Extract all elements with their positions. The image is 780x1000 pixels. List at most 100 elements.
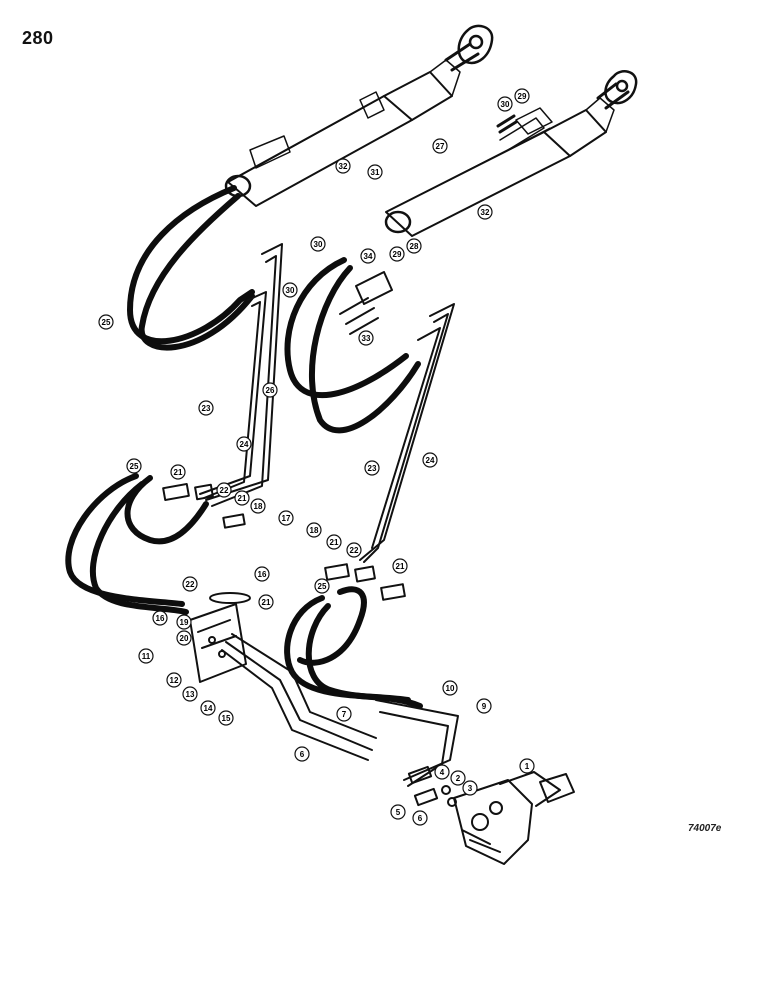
callout-bubble: [218, 710, 234, 726]
callout-14: 14: [200, 700, 216, 716]
callout-32: 32: [477, 204, 493, 220]
callout-bubble: [367, 164, 383, 180]
callout-bubble: [170, 464, 186, 480]
callout-label: 10: [446, 684, 455, 693]
callout-21: 21: [326, 534, 342, 550]
callout-3: 3: [462, 780, 478, 796]
figure-code: 74007e: [688, 823, 722, 834]
callout-bubble: [390, 804, 406, 820]
callout-27: 27: [432, 138, 448, 154]
callout-label: 19: [180, 618, 189, 627]
callout-bubble: [519, 758, 535, 774]
callout-label: 16: [258, 570, 267, 579]
callout-label: 21: [238, 494, 247, 503]
callout-bubble: [336, 706, 352, 722]
callout-label: 32: [339, 162, 348, 171]
callout-bubble: [310, 236, 326, 252]
callout-bubble: [278, 510, 294, 526]
callout-label: 6: [418, 814, 423, 823]
callout-12: 12: [166, 672, 182, 688]
callout-bubble: [234, 490, 250, 506]
callout-bubble: [176, 614, 192, 630]
callout-33: 33: [358, 330, 374, 346]
callout-label: 17: [282, 514, 291, 523]
callout-20: 20: [176, 630, 192, 646]
callout-10: 10: [442, 680, 458, 696]
callout-label: 6: [300, 750, 305, 759]
callout-24: 24: [422, 452, 438, 468]
callout-label: 26: [266, 386, 275, 395]
callout-15: 15: [218, 710, 234, 726]
callout-6: 6: [294, 746, 310, 762]
callout-label: 13: [186, 690, 195, 699]
callout-label: 33: [362, 334, 371, 343]
callout-11: 11: [138, 648, 154, 664]
callout-21: 21: [234, 490, 250, 506]
callout-32: 32: [335, 158, 351, 174]
callout-bubble: [182, 576, 198, 592]
callout-7: 7: [336, 706, 352, 722]
callout-label: 18: [310, 526, 319, 535]
callout-30: 30: [497, 96, 513, 112]
callout-bubble: [450, 770, 466, 786]
callout-18: 18: [250, 498, 266, 514]
control-valve: [453, 771, 575, 865]
callout-label: 22: [220, 486, 229, 495]
callout-6: 6: [412, 810, 428, 826]
callout-label: 24: [240, 440, 249, 449]
callout-bubble: [176, 630, 192, 646]
callout-label: 29: [393, 250, 402, 259]
callout-bubble: [406, 238, 422, 254]
callout-9: 9: [476, 698, 492, 714]
callout-bubble: [422, 452, 438, 468]
callout-bubble: [254, 566, 270, 582]
callout-bubble: [198, 400, 214, 416]
callout-label: 30: [314, 240, 323, 249]
callout-22: 22: [216, 482, 232, 498]
callout-bubble: [250, 498, 266, 514]
callout-label: 16: [156, 614, 165, 623]
callout-25: 25: [98, 314, 114, 330]
right-cylinder: [384, 70, 638, 237]
callout-bubble: [258, 594, 274, 610]
callout-bubble: [335, 158, 351, 174]
callout-25: 25: [126, 458, 142, 474]
callout-16: 16: [254, 566, 270, 582]
callout-34: 34: [360, 248, 376, 264]
callout-label: 27: [436, 142, 445, 151]
callout-label: 28: [410, 242, 419, 251]
callout-label: 30: [286, 286, 295, 295]
callout-bubble: [364, 460, 380, 476]
callout-label: 32: [481, 208, 490, 217]
callout-label: 15: [222, 714, 231, 723]
callout-25: 25: [314, 578, 330, 594]
callout-29: 29: [514, 88, 530, 104]
tubes-23-24-right: [359, 303, 455, 563]
callout-label: 20: [180, 634, 189, 643]
callout-label: 24: [426, 456, 435, 465]
callout-bubble: [314, 578, 330, 594]
callout-label: 21: [174, 468, 183, 477]
callout-bubble: [476, 698, 492, 714]
callout-23: 23: [364, 460, 380, 476]
callout-bubble: [389, 246, 405, 262]
callout-bubble: [306, 522, 322, 538]
callout-19: 19: [176, 614, 192, 630]
callout-label: 7: [342, 710, 347, 719]
callout-bubble: [294, 746, 310, 762]
hose-25-lower-left: [65, 473, 209, 615]
fittings: [162, 271, 406, 604]
callout-label: 12: [170, 676, 179, 685]
callout-label: 29: [518, 92, 527, 101]
hose-25-upper: [127, 185, 255, 351]
callout-bubble: [326, 534, 342, 550]
callout-bubble: [360, 248, 376, 264]
callout-24: 24: [236, 436, 252, 452]
callout-bubble: [126, 458, 142, 474]
callout-bubble: [166, 672, 182, 688]
valve-block: [189, 603, 247, 683]
page-number: 280: [22, 28, 54, 48]
callout-label: 23: [202, 404, 211, 413]
callout-label: 14: [204, 704, 213, 713]
